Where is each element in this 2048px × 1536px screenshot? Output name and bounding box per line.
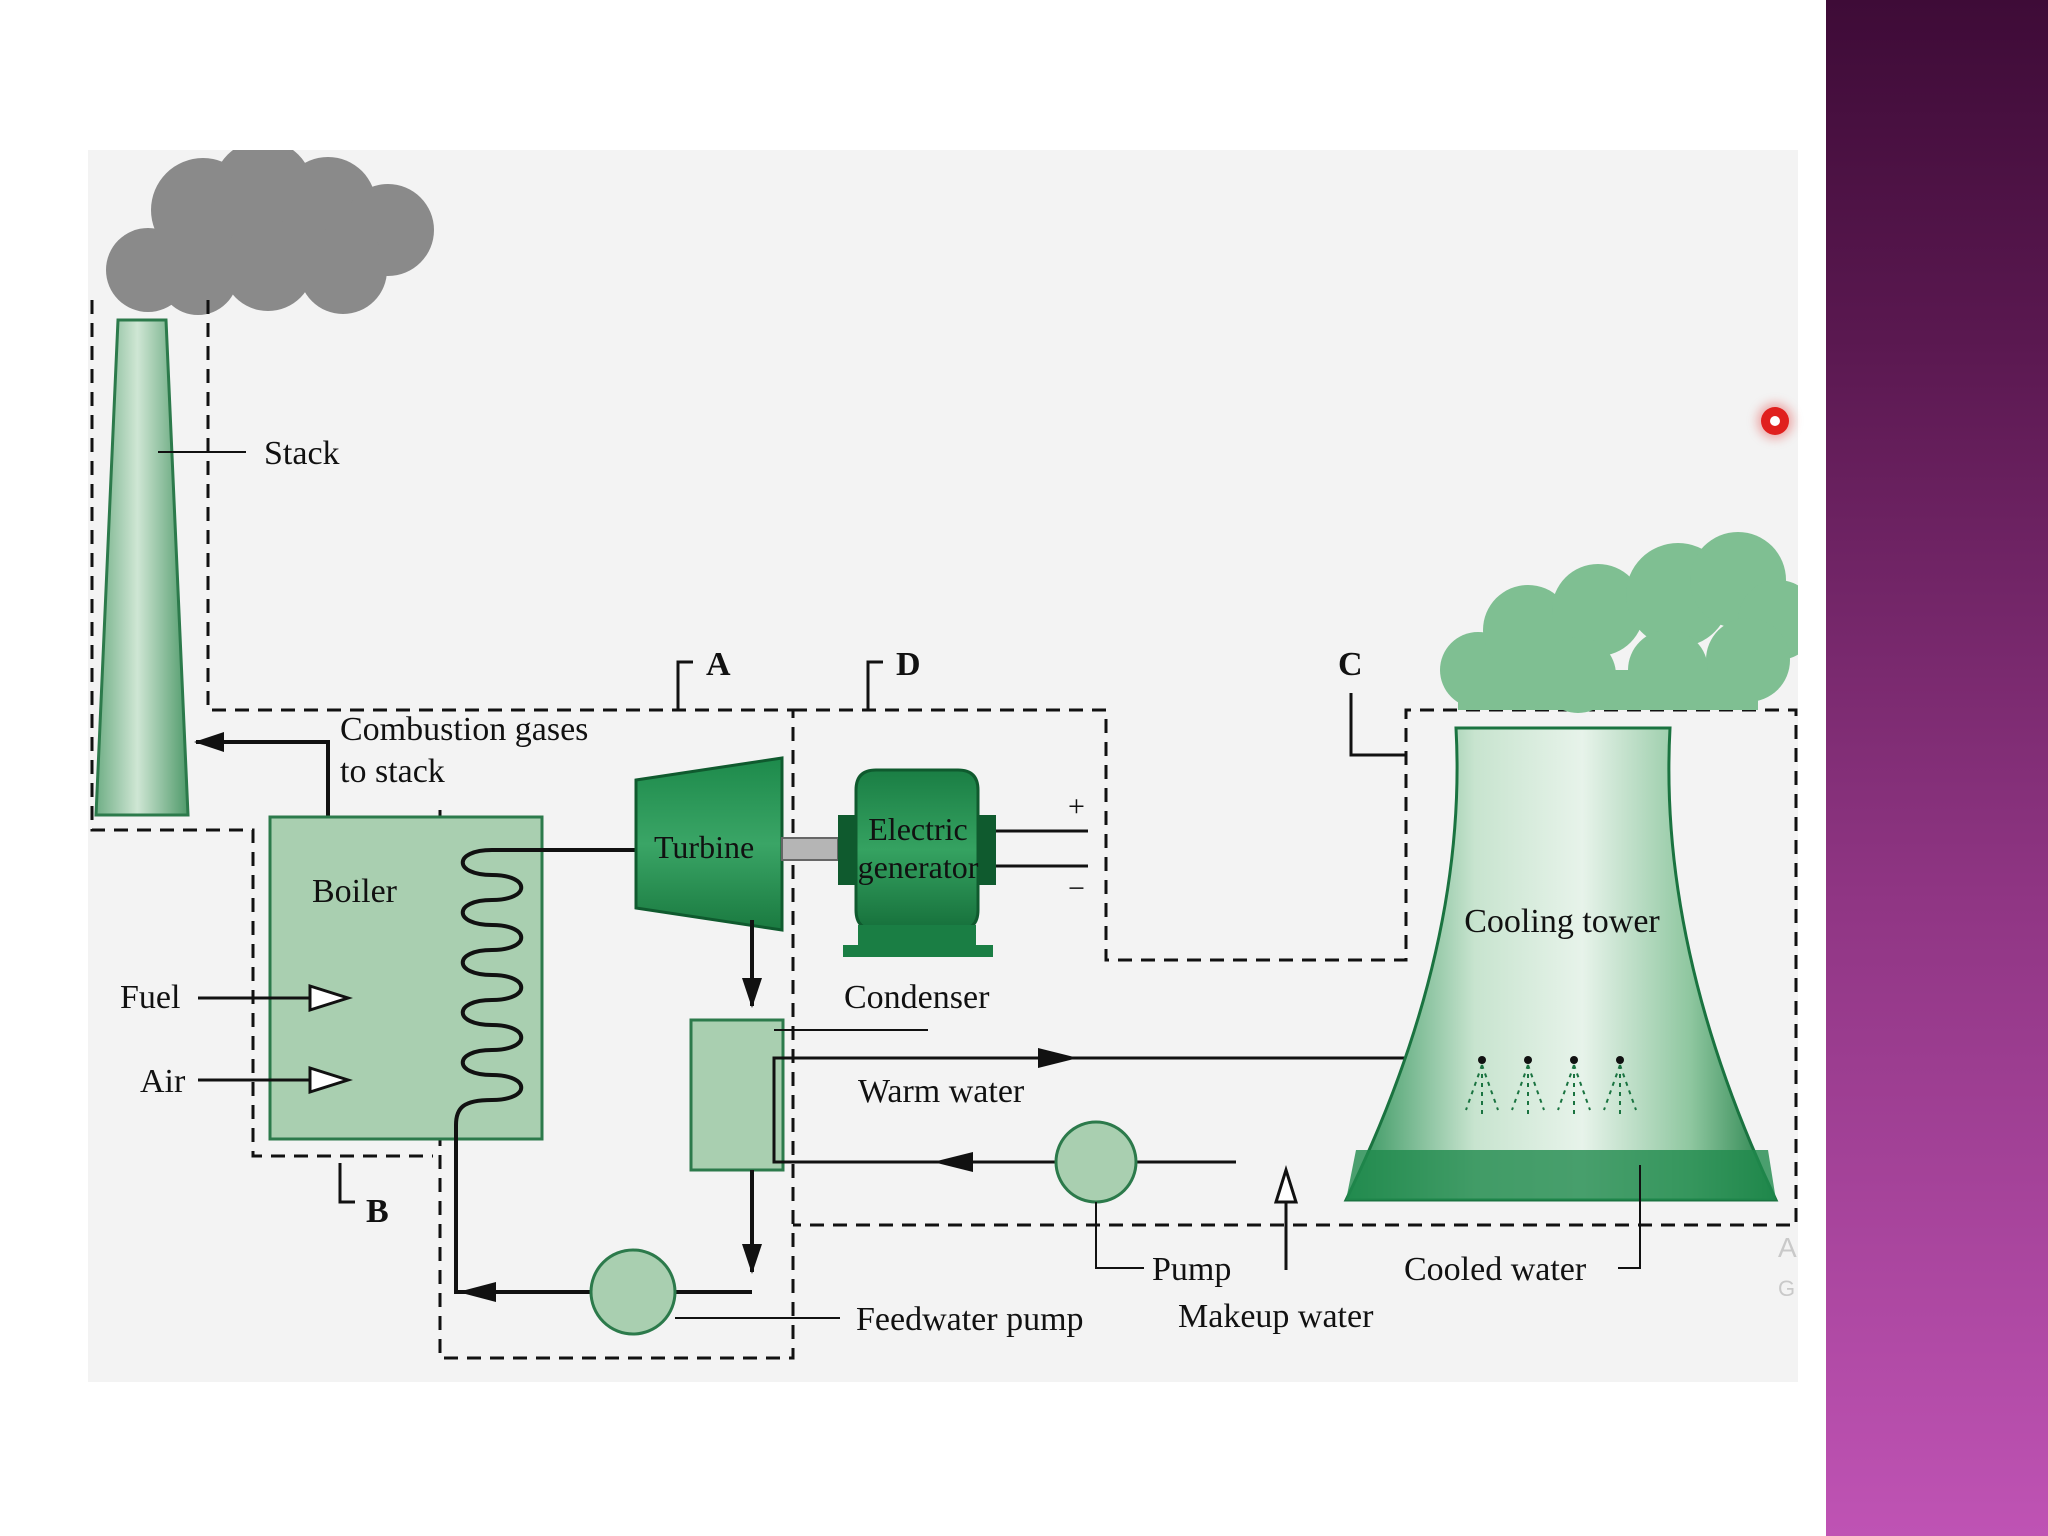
pump bbox=[1054, 1120, 1138, 1204]
fuel-label: Fuel bbox=[120, 979, 180, 1016]
region-d-label: D bbox=[896, 646, 921, 683]
feedwater-pump-label: Feedwater pump bbox=[856, 1301, 1084, 1338]
pump-label: Pump bbox=[1152, 1251, 1231, 1288]
stack-label: Stack bbox=[264, 435, 340, 472]
cooling-tower-label: Cooling tower bbox=[1464, 903, 1660, 940]
spray-nozzles bbox=[1465, 1064, 1637, 1115]
cooling-tower bbox=[1343, 726, 1779, 1202]
region-b-label: B bbox=[366, 1193, 389, 1230]
condenser-label: Condenser bbox=[844, 979, 990, 1016]
combustion-gas-arrow bbox=[194, 732, 330, 817]
makeup-water-label: Makeup water bbox=[1178, 1298, 1374, 1335]
cooling-tower-steam bbox=[1440, 532, 1798, 713]
decorative-sidebar bbox=[1826, 0, 2048, 1536]
stack-chimney bbox=[94, 318, 190, 817]
turbine-shaft bbox=[781, 837, 839, 861]
watermark-line2: G bbox=[1778, 1276, 1796, 1301]
feedwater-pump bbox=[589, 1248, 677, 1336]
diagram-canvas: A D C B Stack Combustion gases to stack … bbox=[90, 150, 1798, 1360]
feedwater-return-arrow bbox=[458, 1282, 496, 1302]
record-dot-icon bbox=[1761, 407, 1789, 435]
boiler-coil bbox=[454, 848, 524, 1126]
turbine bbox=[634, 756, 784, 932]
makeup-water-arrow bbox=[1273, 1164, 1299, 1204]
smoke-cloud bbox=[106, 150, 434, 315]
turbine-label: Turbine bbox=[654, 829, 754, 865]
region-markers bbox=[338, 660, 1406, 1204]
air-arrow bbox=[308, 1065, 353, 1095]
electric-generator: Electric generator bbox=[838, 768, 996, 957]
warm-water-arrow bbox=[1038, 1048, 1078, 1068]
system-boundaries bbox=[90, 300, 1798, 1360]
nozzle-heads bbox=[1478, 1056, 1624, 1064]
return-water-arrow bbox=[933, 1152, 973, 1172]
power-plant-diagram: A D C B Stack Combustion gases to stack … bbox=[88, 150, 1798, 1382]
boiler-label: Boiler bbox=[312, 873, 398, 910]
positive-terminal: + bbox=[1068, 790, 1085, 823]
region-a-label: A bbox=[706, 646, 731, 683]
negative-terminal: − bbox=[1068, 872, 1085, 905]
cooled-water-label: Cooled water bbox=[1404, 1251, 1587, 1288]
warm-water-label: Warm water bbox=[858, 1073, 1025, 1110]
condenser bbox=[689, 1018, 785, 1172]
generator-label: Electric bbox=[868, 811, 967, 847]
boiler bbox=[268, 815, 544, 1141]
watermark-line1: A bbox=[1778, 1232, 1797, 1263]
air-label: Air bbox=[140, 1063, 186, 1100]
combustion-gases-label-line2: to stack bbox=[340, 753, 445, 790]
fuel-arrow bbox=[308, 983, 353, 1013]
region-c-label: C bbox=[1338, 646, 1363, 683]
warm-water-loop bbox=[772, 1056, 1640, 1164]
generator-label-line2: generator bbox=[858, 849, 979, 885]
combustion-gases-label: Combustion gases bbox=[340, 711, 588, 748]
